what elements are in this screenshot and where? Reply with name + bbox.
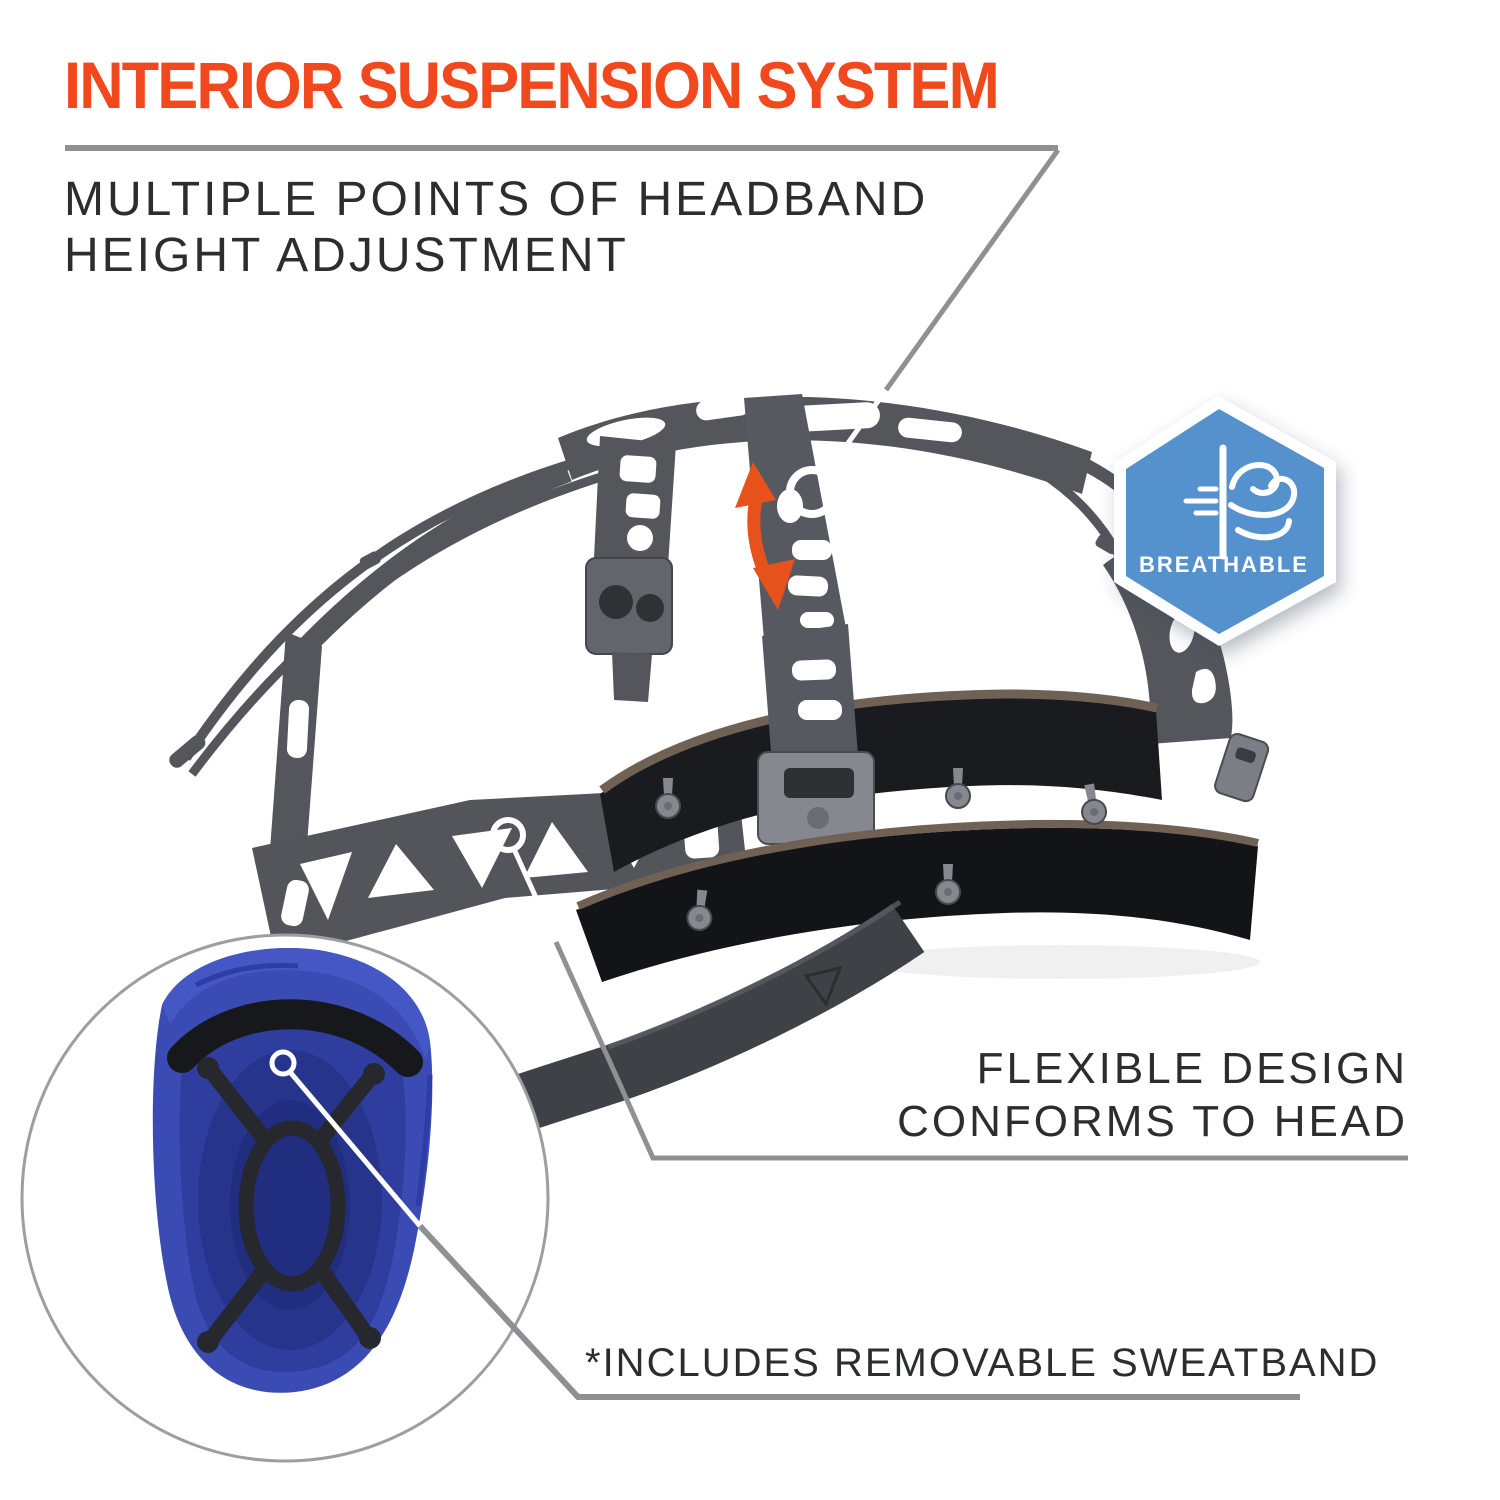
up-down-arrow-icon — [735, 462, 795, 610]
keyhole-peg — [1081, 783, 1108, 825]
wind-icon — [1183, 444, 1298, 560]
flexible-band-marker — [490, 817, 526, 853]
badge-label: BREATHABLE — [1139, 552, 1309, 577]
callout-sweatband-note: *INCLUDES REMOVABLE SWEATBAND — [585, 1341, 1380, 1385]
callout-lines — [65, 145, 1408, 1400]
keyhole-peg — [686, 889, 713, 931]
inset-suspension-cross — [204, 1064, 378, 1346]
removable-sweatband-marker — [269, 1049, 297, 1077]
inset-helmet-underside — [20, 933, 550, 1463]
inset-sweatband — [167, 999, 423, 1077]
keyhole-peg — [945, 768, 971, 809]
keyhole-peg — [655, 778, 681, 819]
note-rule — [417, 1223, 1300, 1400]
headband-height-adjustment-marker — [786, 466, 838, 518]
suspension-harness-photo — [169, 394, 1270, 1136]
keyhole-peg — [935, 864, 961, 905]
flexible-line-1: FLEXIBLE DESIGN — [976, 1044, 1408, 1093]
flexible-line-2: CONFORMS TO HEAD — [897, 1097, 1408, 1146]
flexible-rule — [553, 940, 1408, 1161]
callout-line-white-inset — [288, 1070, 422, 1228]
subtitle-line-1: MULTIPLE POINTS OF HEADBAND — [64, 173, 929, 226]
subtitle-line-2: HEIGHT ADJUSTMENT — [64, 229, 629, 282]
page-title: INTERIOR SUSPENSION SYSTEM — [64, 48, 1000, 122]
callout-flexible-text: FLEXIBLE DESIGN CONFORMS TO HEAD — [808, 1042, 1408, 1148]
breathable-badge — [1114, 396, 1336, 646]
subtitle: MULTIPLE POINTS OF HEADBAND HEIGHT ADJUS… — [64, 172, 928, 284]
